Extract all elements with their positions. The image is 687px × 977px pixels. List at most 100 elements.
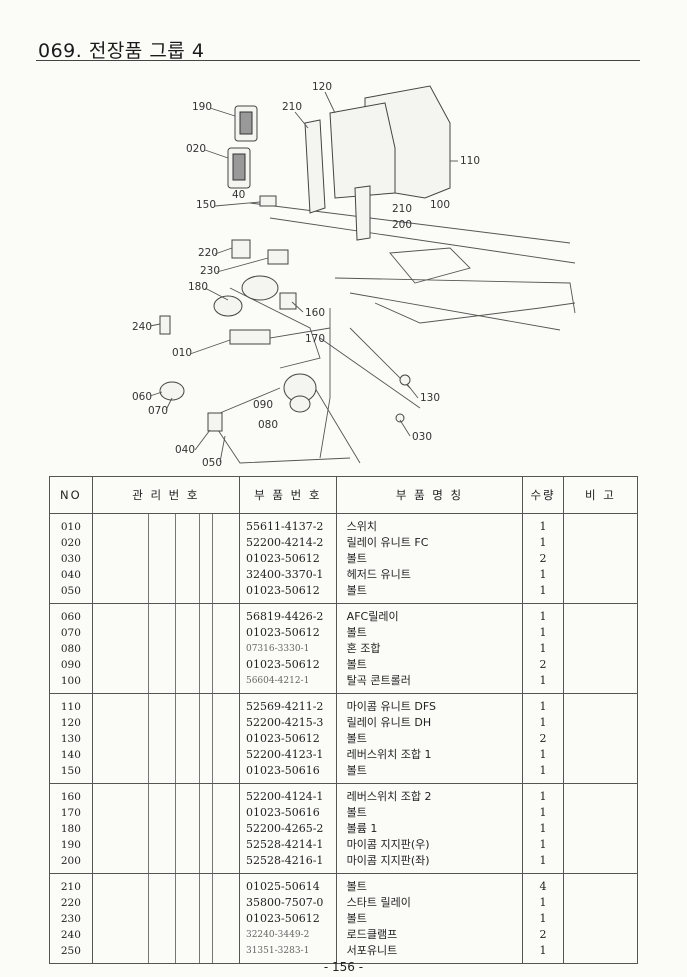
part-quantity: 1 (539, 610, 547, 623)
part-quantity: 2 (539, 732, 547, 745)
part-number: 52569-4211-2 (245, 700, 324, 713)
callout-label: 020 (186, 143, 206, 155)
part-name: 볼트 (346, 626, 367, 639)
part-name: 볼트 (346, 584, 367, 597)
header-part-no: 부 품 번 호 (238, 476, 337, 514)
part-quantity: 1 (539, 584, 547, 597)
table-row-group: 110 120 130 140 150 52569-4211-2 52200-4… (49, 693, 639, 784)
part-no-index: 180 (60, 823, 81, 835)
callout-label: 160 (305, 307, 325, 319)
part-number: 52200-4215-3 (245, 716, 324, 729)
callout-label: 200 (392, 219, 412, 231)
part-no-index: 120 (60, 717, 81, 729)
part-no-index: 080 (60, 643, 81, 655)
part-quantity: 1 (539, 642, 547, 655)
part-number: 01023-50616 (245, 764, 320, 777)
part-number: 32400-3370-1 (245, 568, 324, 581)
part-quantity: 1 (539, 806, 547, 819)
callout-label: 210 (392, 203, 412, 215)
part-quantity: 1 (539, 912, 547, 925)
controller-unit (304, 85, 451, 241)
table-row-group: 010 020 030 040 050 55611-4137-2 52200-4… (49, 513, 639, 604)
part-name: 마이콤 지지판(우) (346, 838, 430, 851)
part-number: 55611-4137-2 (245, 520, 324, 533)
part-number: 01023-50612 (245, 584, 320, 597)
exploded-parts-diagram: 120 190 210 020 110 40 150 210 100 200 2… (132, 81, 576, 468)
remark-cell (562, 513, 639, 604)
part-quantity: 1 (539, 674, 547, 687)
remark-cell (562, 603, 639, 694)
part-quantity: 2 (539, 658, 547, 671)
part-no-index: 010 (60, 521, 81, 533)
part-name: 릴레이 유니트 DH (346, 716, 432, 729)
part-quantity: 1 (539, 716, 547, 729)
part-name: 볼륨 1 (346, 822, 378, 835)
part-number: 52200-4123-1 (245, 748, 324, 761)
part-no-index: 110 (60, 701, 81, 713)
part-name: 릴레이 유니트 FC (346, 536, 429, 549)
part-name: 볼트 (346, 806, 367, 819)
callout-label: 110 (460, 155, 480, 167)
callout-label: 100 (430, 199, 450, 211)
part-no-index: 150 (60, 765, 81, 777)
callout-label: 010 (172, 347, 192, 359)
part-name: 볼트 (346, 764, 367, 777)
part-quantity: 1 (539, 536, 547, 549)
header-management-no: 관 리 번 호 (91, 476, 240, 514)
part-quantity: 1 (539, 764, 547, 777)
part-name: 헤저드 유니트 (346, 568, 411, 581)
part-number: 52200-4124-1 (245, 790, 324, 803)
part-no-index: 050 (60, 585, 81, 597)
part-number: 01025-50614 (245, 880, 320, 893)
callout-label: 240 (132, 321, 152, 333)
small-parts (159, 195, 411, 432)
part-no-index: 130 (60, 733, 81, 745)
management-cell (91, 513, 240, 604)
part-number: 35800-7507-0 (245, 896, 324, 909)
part-name: 탈곡 콘트롤러 (346, 674, 411, 687)
part-name: 레버스위치 조합 1 (346, 748, 432, 761)
remark-cell (562, 693, 639, 784)
part-number: 56819-4426-2 (245, 610, 324, 623)
part-quantity: 1 (539, 748, 547, 761)
part-number: 52200-4214-2 (245, 536, 324, 549)
callout-label: 190 (192, 101, 212, 113)
table-row-group: 210 220 230 240 250 01025-50614 35800-75… (49, 873, 639, 964)
part-no-index: 020 (60, 537, 81, 549)
header-no: NO (49, 476, 93, 514)
relay-units (227, 105, 258, 189)
part-quantity: 1 (539, 520, 547, 533)
part-name: 볼트 (346, 552, 367, 565)
header-part-name: 부 품 명 칭 (335, 476, 524, 514)
part-name: 볼트 (346, 912, 367, 925)
part-no-index: 190 (60, 839, 81, 851)
part-number: 01023-50612 (245, 912, 320, 925)
part-name: 마이콤 지지판(좌) (346, 854, 430, 867)
management-cell (91, 693, 240, 784)
part-number: 31351-3283-1 (245, 946, 310, 956)
part-name: 마이콤 유니트 DFS (346, 700, 436, 713)
callout-label: 080 (258, 419, 278, 431)
part-no-index: 220 (60, 897, 81, 909)
callout-label: 40 (232, 189, 245, 201)
part-name: 볼트 (346, 658, 367, 671)
part-no-index: 230 (60, 913, 81, 925)
part-no-index: 100 (60, 675, 81, 687)
callout-label: 090 (253, 399, 273, 411)
part-quantity: 1 (539, 896, 547, 909)
remark-cell (562, 873, 639, 964)
callout-label: 030 (412, 431, 432, 443)
part-quantity: 1 (539, 838, 547, 851)
part-quantity: 4 (539, 880, 547, 893)
part-no-index: 040 (60, 569, 81, 581)
part-no-index: 140 (60, 749, 81, 761)
part-number: 01023-50612 (245, 658, 320, 671)
part-quantity: 1 (539, 568, 547, 581)
part-no-index: 250 (60, 945, 81, 957)
part-number: 01023-50612 (245, 732, 320, 745)
management-cell (91, 783, 240, 874)
header-remark: 비 고 (562, 476, 639, 514)
part-number: 32240-3449-2 (245, 930, 310, 940)
callout-label: 120 (312, 81, 332, 93)
header-quantity: 수량 (522, 476, 564, 514)
